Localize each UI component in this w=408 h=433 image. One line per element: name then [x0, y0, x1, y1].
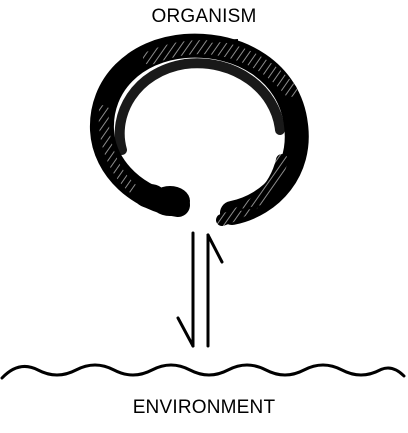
enso-icon — [89, 33, 309, 226]
organism-label: ORGANISM — [151, 6, 257, 27]
environment-label: ENVIRONMENT — [132, 397, 276, 418]
up-arrow-barb — [206, 233, 224, 264]
bidirectional-half-arrow-icon — [176, 231, 224, 348]
down-arrow-barb — [176, 316, 195, 348]
environment-wave-line — [0, 363, 406, 380]
